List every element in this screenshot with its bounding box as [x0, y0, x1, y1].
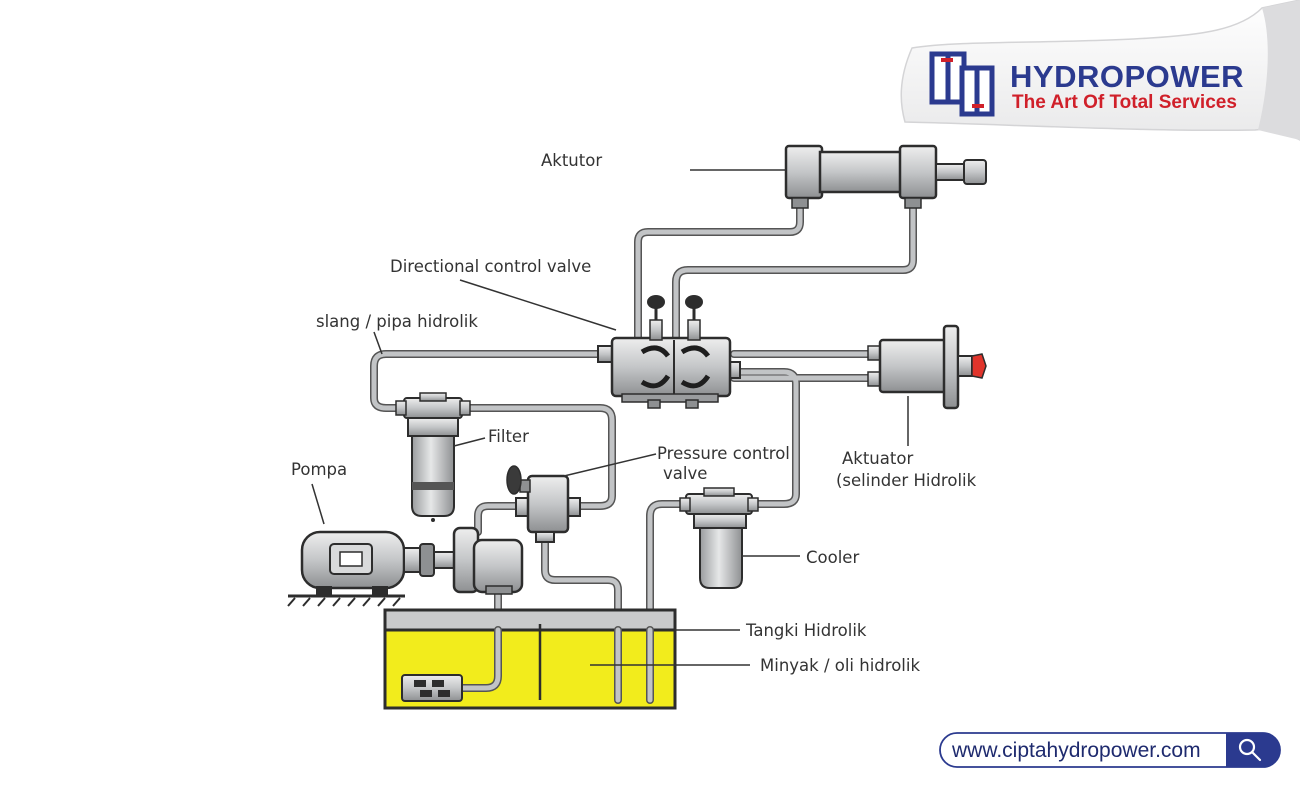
cooler — [679, 487, 759, 589]
hydraulic-tank — [383, 608, 677, 710]
pump-motor — [287, 530, 455, 607]
label-pressure-control-1: Pressure control — [657, 444, 790, 463]
diagram-labels: Aktutor Directional control valve slang … — [291, 151, 977, 675]
label-cooler: Cooler — [806, 548, 859, 567]
label-aktutor: Aktutor — [541, 151, 602, 170]
torn-paper-curl — [1258, 0, 1300, 140]
url-badge[interactable]: www.ciptahydropower.com — [939, 732, 1281, 768]
label-pressure-control-2: valve — [663, 464, 707, 483]
label-aktuator-right-2: (selinder Hidrolik — [836, 471, 977, 490]
label-slang-pipa: slang / pipa hidrolik — [316, 312, 478, 331]
website-url[interactable]: www.ciptahydropower.com — [951, 739, 1201, 762]
search-icon[interactable] — [1238, 738, 1262, 762]
label-aktuator-right-1: Aktuator — [842, 449, 913, 468]
pressure-control-valve — [506, 465, 581, 543]
brand-title: HYDROPOWER — [1010, 59, 1244, 94]
label-filter: Filter — [488, 427, 529, 446]
label-pompa: Pompa — [291, 460, 347, 479]
label-tangki-hidrolik: Tangki Hidrolik — [745, 621, 867, 640]
actuator-right-hydraulic — [867, 324, 987, 410]
label-minyak-oli: Minyak / oli hidrolik — [760, 656, 920, 675]
hydraulic-pump — [452, 526, 524, 595]
suction-strainer — [401, 674, 463, 702]
label-directional-control-valve: Directional control valve — [390, 257, 591, 276]
actuator-top-cylinder — [784, 144, 987, 209]
leader-lines — [311, 169, 909, 666]
brand-banner: HP HYDROPOWER The Art Of Total Services — [900, 0, 1300, 141]
brand-tagline: The Art Of Total Services — [1012, 92, 1237, 113]
directional-control-valve — [597, 295, 741, 409]
hp-logo: HP — [929, 51, 995, 117]
filter — [395, 392, 471, 522]
